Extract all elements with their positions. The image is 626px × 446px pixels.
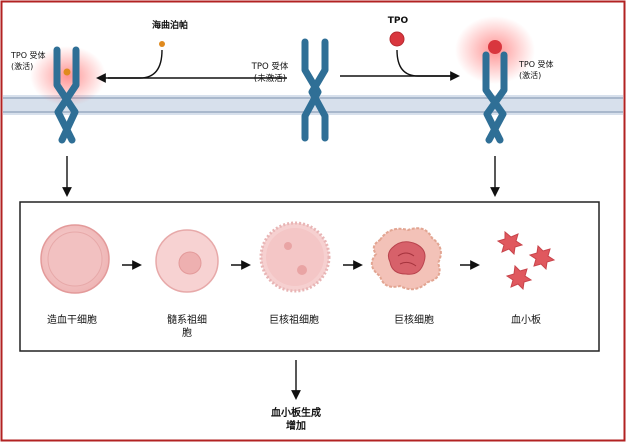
drug-bound-molecule bbox=[63, 68, 71, 76]
inactive-receptor-center bbox=[301, 38, 329, 142]
cell-label-4: 巨核细胞 bbox=[394, 313, 434, 326]
hetrombopag-label: 海曲泊帕 bbox=[152, 19, 188, 31]
receptor-active-left-label-line1: TPO 受体 bbox=[10, 50, 46, 60]
hetrombopag-molecule bbox=[159, 41, 165, 47]
platelets bbox=[496, 230, 556, 291]
cell-label-2-line2: 胞 bbox=[182, 327, 192, 339]
receptor-active-right-label-line2: (激活) bbox=[519, 70, 541, 80]
cell-megakaryocyte-progenitor bbox=[259, 221, 331, 293]
result-label-line2: 增加 bbox=[286, 419, 306, 432]
cell-label-1: 造血干细胞 bbox=[47, 313, 97, 326]
activated-receptor-right bbox=[482, 51, 508, 144]
receptor-active-left-label-line2: (激活) bbox=[11, 61, 33, 71]
tpo-molecule bbox=[389, 31, 405, 47]
receptor-active-right-label-line1: TPO 受体 bbox=[518, 59, 554, 69]
cell-hematopoietic-stem bbox=[40, 224, 110, 294]
tpo-bound-molecule bbox=[488, 40, 502, 54]
activated-receptor-left bbox=[53, 46, 80, 144]
differentiation-box bbox=[19, 201, 600, 352]
receptor-inactive-label-line1: TPO 受体 bbox=[251, 61, 289, 72]
cell-label-5: 血小板 bbox=[511, 313, 541, 326]
arrow-tpo-binding bbox=[396, 49, 460, 81]
tpo-label: TPO bbox=[388, 16, 409, 26]
result-label-line1: 血小板生成 bbox=[271, 406, 321, 419]
arrow-drug-binding bbox=[96, 49, 163, 83]
cell-megakaryocyte bbox=[370, 227, 442, 291]
cell-label-3: 巨核祖细胞 bbox=[269, 313, 319, 326]
activation-glow-left bbox=[30, 46, 106, 106]
cell-label-2: 髓系祖细 bbox=[167, 313, 207, 326]
cell-myeloid-progenitor bbox=[155, 229, 219, 293]
